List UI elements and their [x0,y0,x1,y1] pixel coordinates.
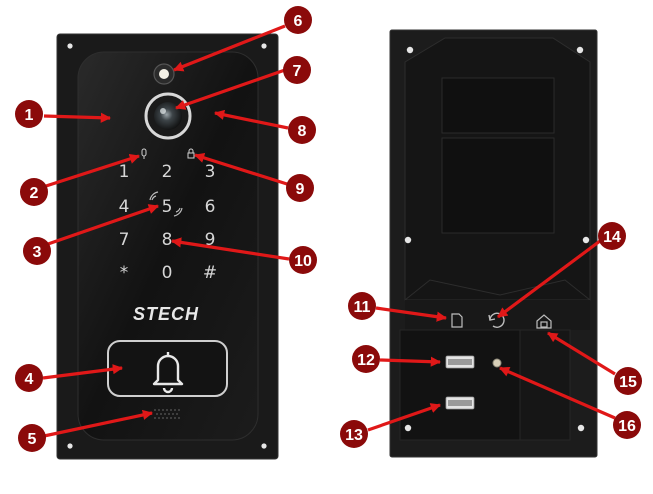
callout-8: 8 [288,116,316,144]
callout-12: 12 [352,345,380,373]
arrow-14 [497,239,601,319]
callout-7: 7 [283,56,311,84]
callout-3: 3 [23,237,51,265]
key-3: 3 [205,162,216,182]
call-button[interactable] [107,340,228,397]
svg-text:8: 8 [298,123,307,140]
brand-logo: STECH [133,304,199,324]
svg-text:5: 5 [28,431,37,448]
svg-text:10: 10 [294,253,312,270]
svg-text:7: 7 [293,63,302,80]
key-2: 2 [162,162,173,182]
callout-arrows [42,24,616,438]
callout-1: 1 [15,100,43,128]
arrow-2 [45,153,140,188]
back-panel [389,29,598,458]
sd-card-icon [451,313,463,328]
rfid-icon [149,191,183,217]
arrow-1 [43,112,112,123]
front-panel: 1 2 3 4 5 6 7 8 9 * 0 # STECH [56,33,279,460]
home-icon [536,314,552,329]
key-8: 8 [162,230,173,250]
key-star: * [120,263,129,283]
callout-9: 9 [286,174,314,202]
arrow-11 [375,306,448,322]
screw-icon [67,443,73,449]
arrow-7 [175,68,286,110]
svg-text:12: 12 [357,352,375,369]
screw-icon [577,424,585,432]
callouts: 1 2 3 4 5 6 7 8 9 10 11 12 13 14 15 16 [15,6,642,452]
arrow-6 [173,24,286,72]
callout-11: 11 [348,292,376,320]
arrow-8 [213,109,289,130]
screw-icon [404,424,412,432]
screw-icon [406,46,414,54]
speaker-grill-icon [154,409,180,419]
arrow-10 [170,237,290,261]
arrow-15 [547,331,616,376]
key-4: 4 [119,197,130,217]
callout-4: 4 [15,364,43,392]
arrow-9 [194,152,288,186]
screw-icon [261,43,267,49]
arrow-3 [47,204,159,246]
key-7: 7 [119,230,130,250]
arrow-12 [379,356,442,367]
bell-icon [152,352,184,394]
callout-10: 10 [289,246,317,274]
screw-icon [404,236,412,244]
key-9: 9 [205,230,216,250]
arrow-13 [367,403,441,432]
key-5: 5 [162,197,173,217]
svg-text:3: 3 [33,244,42,261]
screw-icon [576,46,584,54]
key-hash: # [203,263,217,283]
callout-16: 16 [613,411,641,439]
arrow-16 [499,366,616,420]
svg-text:6: 6 [294,13,303,30]
lock-indicator-icon [187,148,195,159]
screw-icon [261,443,267,449]
callout-14: 14 [598,222,626,250]
svg-text:13: 13 [345,427,363,444]
svg-text:16: 16 [618,418,636,435]
svg-text:14: 14 [603,229,621,246]
callout-13: 13 [340,420,368,448]
callout-6: 6 [284,6,312,34]
key-6: 6 [205,197,216,217]
led-icon [492,358,502,368]
screw-icon [582,236,590,244]
callout-5: 5 [18,424,46,452]
keypad: 1 2 3 4 5 6 7 8 9 * 0 # [119,162,218,283]
key-0: 0 [162,263,173,283]
svg-text:11: 11 [354,299,371,316]
callout-2: 2 [20,178,48,206]
svg-text:9: 9 [296,181,305,198]
svg-text:1: 1 [25,107,34,124]
callout-15: 15 [614,367,642,395]
svg-text:15: 15 [619,374,637,391]
svg-text:2: 2 [30,185,39,202]
arrow-4 [42,364,124,380]
arrow-5 [43,409,154,438]
key-1: 1 [119,162,130,182]
screw-icon [67,43,73,49]
svg-text:4: 4 [25,371,34,388]
microphone-icon [141,148,147,159]
